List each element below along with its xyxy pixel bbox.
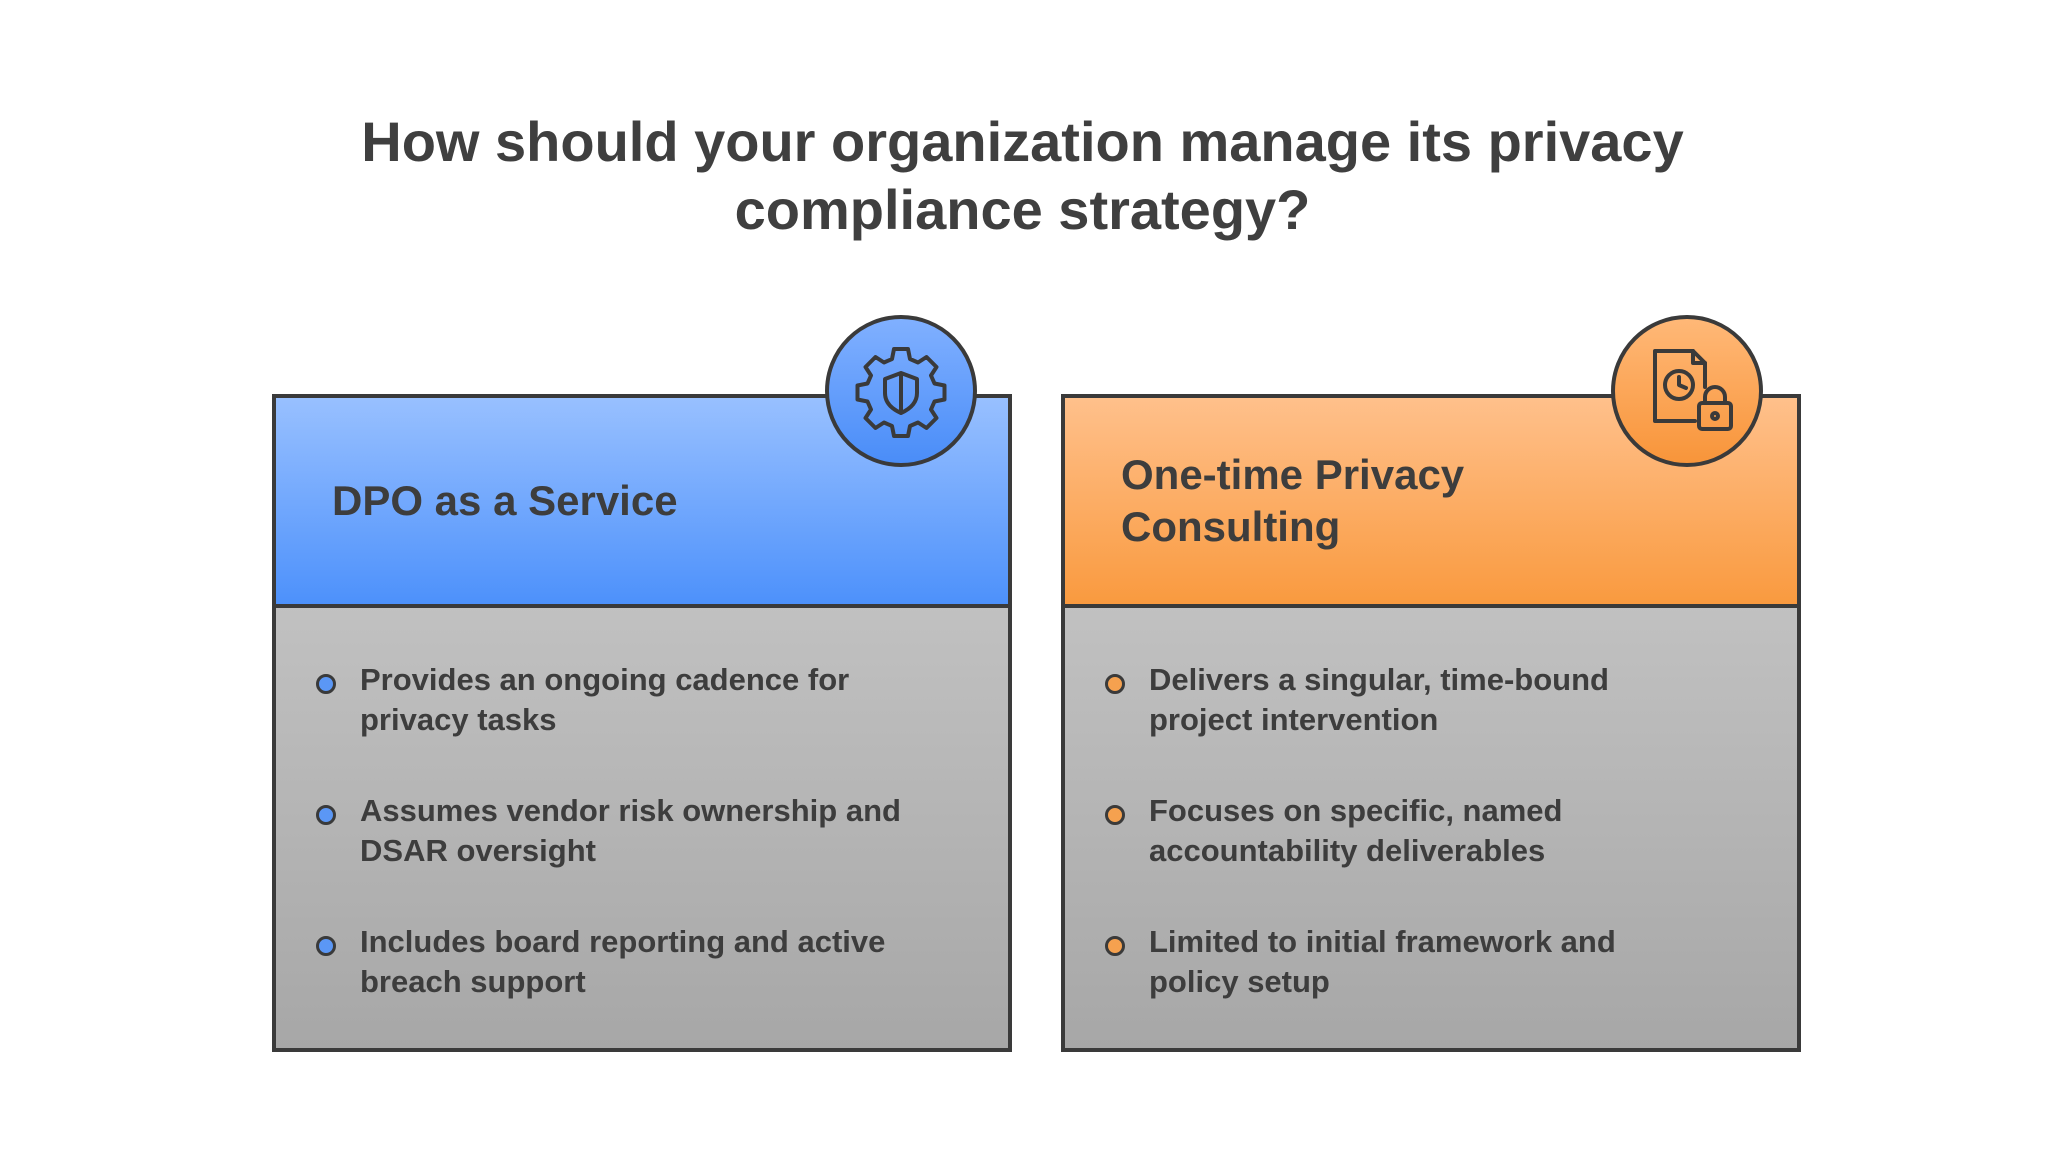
bullet-list: Provides an ongoing cadence for privacy …	[316, 660, 916, 1053]
bullet-text: Delivers a singular, time-bound project …	[1149, 662, 1609, 737]
list-item: Provides an ongoing cadence for privacy …	[316, 660, 916, 791]
option-card-dpo-as-a-service: DPO as a Service Provides an ongoing cad…	[272, 394, 1012, 1052]
list-item: Focuses on specific, named accountabilit…	[1105, 791, 1705, 922]
bullet-text: Assumes vendor risk ownership and DSAR o…	[360, 793, 901, 868]
bullet-dot	[316, 674, 336, 694]
card-title: One-time Privacy Consulting	[1121, 451, 1465, 550]
bullet-text: Provides an ongoing cadence for privacy …	[360, 662, 850, 737]
option-card-one-time-privacy-consulting: One-time Privacy Consulting Delivers a s…	[1061, 394, 1801, 1052]
page-title: How should your organization manage its …	[361, 110, 1684, 241]
bullet-text: Focuses on specific, named accountabilit…	[1149, 793, 1563, 868]
document-clock-lock-icon	[1611, 315, 1763, 467]
bullet-dot	[316, 936, 336, 956]
list-item: Delivers a singular, time-bound project …	[1105, 660, 1705, 791]
bullet-list: Delivers a singular, time-bound project …	[1105, 660, 1705, 1053]
gear-shield-icon-graphic	[855, 347, 947, 438]
bullet-dot	[1105, 936, 1125, 956]
bullet-dot	[1105, 805, 1125, 825]
gear-shield-icon	[825, 315, 977, 467]
list-item: Assumes vendor risk ownership and DSAR o…	[316, 791, 916, 922]
bullet-text: Includes board reporting and active brea…	[360, 924, 886, 999]
list-item: Limited to initial framework and policy …	[1105, 922, 1705, 1053]
list-item: Includes board reporting and active brea…	[316, 922, 916, 1053]
bullet-dot	[316, 805, 336, 825]
bullet-text: Limited to initial framework and policy …	[1149, 924, 1616, 999]
document-clock-lock-icon-graphic	[1653, 349, 1733, 431]
bullet-dot	[1105, 674, 1125, 694]
card-title: DPO as a Service	[332, 477, 678, 524]
